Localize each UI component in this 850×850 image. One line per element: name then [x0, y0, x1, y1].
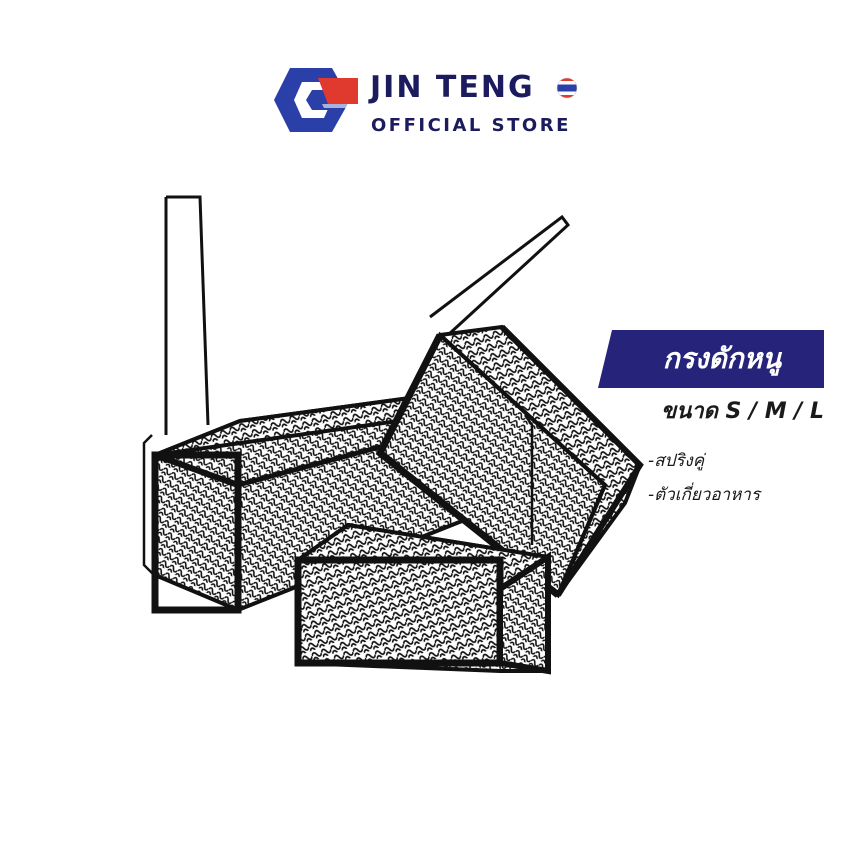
thailand-flag-icon [556, 77, 578, 99]
feature-item: -สปริงคู่ [648, 451, 705, 471]
brand-subtitle: OFFICIAL STORE [371, 115, 571, 136]
size-options: ขนาด S / M / L [661, 399, 824, 424]
hexagon-c-logo-icon [274, 68, 358, 132]
brand-name: JIN TENG [370, 70, 535, 105]
wire-mesh-traps-image [142, 195, 644, 675]
title-banner [598, 330, 824, 388]
product-title: กรงดักหนู [662, 342, 782, 375]
feature-item: -ตัวเกี่ยวอาหาร [648, 485, 760, 505]
